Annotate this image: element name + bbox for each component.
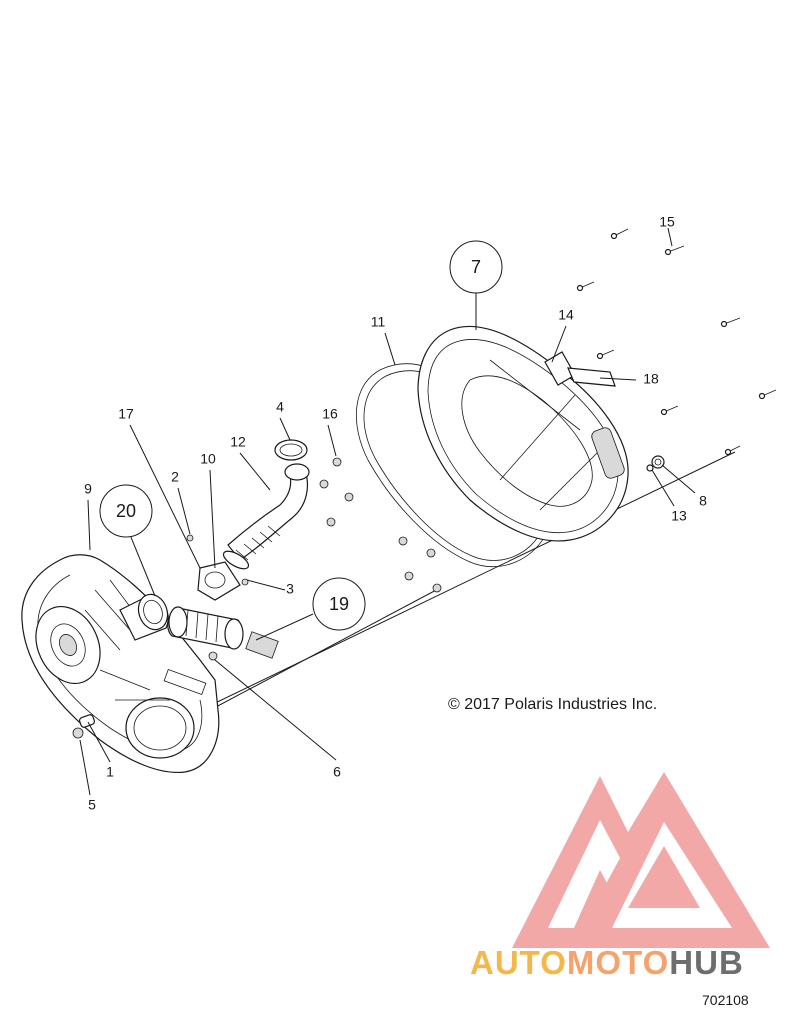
fitting-13 [646, 464, 654, 472]
callout-label-2: 2 [171, 469, 179, 485]
callout-label-5: 5 [88, 797, 96, 813]
duct-adapter [197, 561, 241, 601]
screw-15-e [596, 349, 615, 360]
screw-15-c [576, 281, 595, 292]
hose-clamp [274, 439, 308, 461]
adapter-clamp [222, 550, 250, 570]
inner-clutch-cover [21, 554, 220, 774]
figure-number: 702108 [702, 992, 749, 1008]
outlet-duct-boot [167, 606, 279, 659]
callout-label-1: 1 [106, 764, 114, 780]
screw-15-d [720, 317, 741, 328]
callout-label-13: 13 [671, 508, 687, 524]
callout-label-12: 12 [230, 434, 246, 450]
callout-label-3: 3 [286, 581, 294, 597]
leader-lines [79, 227, 696, 796]
plug-5 [72, 714, 96, 739]
decal-label-18 [567, 367, 616, 387]
copyright-notice: © 2017 Polaris Industries Inc. [448, 696, 658, 713]
callout-label-8: 8 [699, 493, 707, 509]
screw-15-g [660, 405, 679, 416]
fitting-8 [651, 455, 665, 469]
screw-15-h [724, 445, 741, 456]
callout-label-16: 16 [322, 406, 338, 422]
watermark-logo-mark [512, 772, 770, 948]
screw-set-15 [576, 228, 777, 456]
callout-label-4: 4 [276, 399, 284, 415]
callout-label-11: 11 [371, 314, 386, 330]
circled-callout-19: 19 [312, 577, 366, 631]
assembly-axis-line [179, 451, 736, 721]
callout-label-9: 9 [84, 481, 92, 497]
screw-15-b [664, 245, 685, 256]
callout-label-7: 7 [471, 257, 481, 277]
screw-15-a [610, 228, 629, 240]
callout-label-17: 17 [118, 406, 134, 422]
outer-clutch-cover [417, 325, 629, 542]
callout-label-10: 10 [200, 451, 216, 467]
circled-callout-20: 20 [99, 484, 153, 538]
inlet-duct-tube [119, 593, 169, 641]
callout-label-18: 18 [643, 371, 659, 387]
intake-hose [227, 463, 310, 561]
callout-label-14: 14 [558, 307, 574, 323]
brand-text-part-1: AUTO [470, 944, 567, 981]
brand-text-part-3: HUB [669, 944, 744, 981]
callout-label-15: 15 [659, 214, 675, 230]
screw-15-f [758, 389, 777, 400]
watermark-brand-text: AUTOMOTOHUB [470, 944, 744, 982]
screw-set-16 [186, 457, 442, 661]
callout-label-20: 20 [116, 501, 136, 521]
callout-label-6: 6 [333, 764, 341, 780]
callout-label-19: 19 [329, 594, 349, 614]
brand-text-part-2: MOTO [566, 944, 670, 981]
circled-callout-7: 7 [449, 240, 503, 294]
